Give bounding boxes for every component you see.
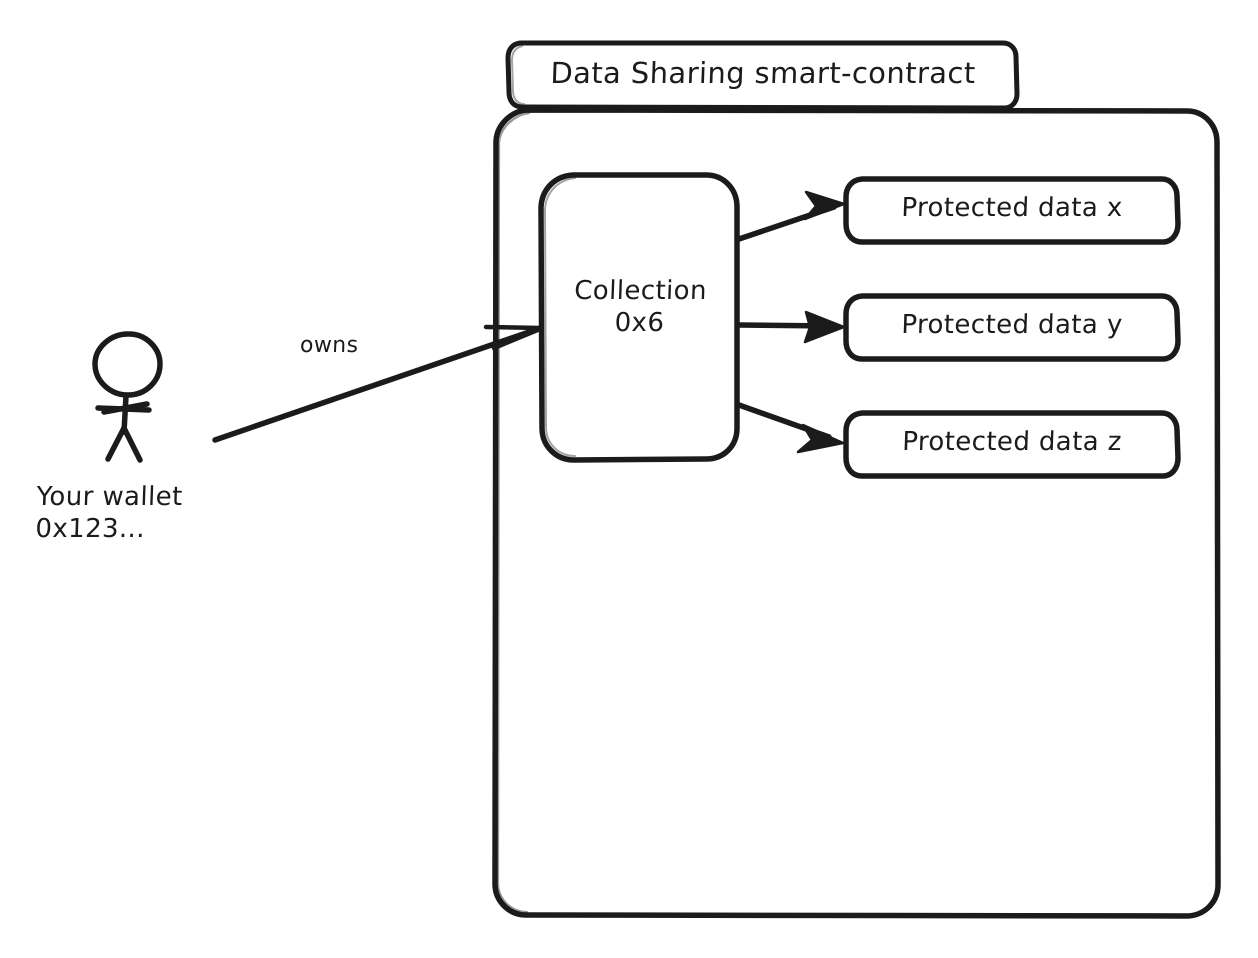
edge-collection-to-protected-data-z [736,402,845,454]
collection-node-label-line1: Collection [573,276,708,306]
stick-figure-icon [92,331,163,463]
wallet-actor-label-line2: 0x123... [34,513,146,544]
protected-data-z-label: Protected data z [901,427,1123,457]
title-box-shape [505,40,1020,111]
protected-data-x-shape [843,176,1181,245]
edge-wallet-owns-collection [212,324,543,443]
smart-contract-container-shape [492,107,1221,919]
protected-data-z-shape [843,410,1181,479]
protected-data-y-label: Protected data y [900,310,1124,340]
collection-node-shape [538,172,740,463]
collection-node-label-line2: 0x6 [614,307,665,338]
smart-contract-title: Data Sharing smart-contract [549,56,977,90]
protected-data-x-label: Protected data x [900,193,1124,223]
wallet-actor-label-line1: Your wallet [36,482,184,512]
owns-edge-label: owns [299,333,359,358]
edge-collection-to-protected-data-x [736,190,846,242]
edge-collection-to-protected-data-y [736,310,846,344]
protected-data-y-shape [843,293,1181,362]
